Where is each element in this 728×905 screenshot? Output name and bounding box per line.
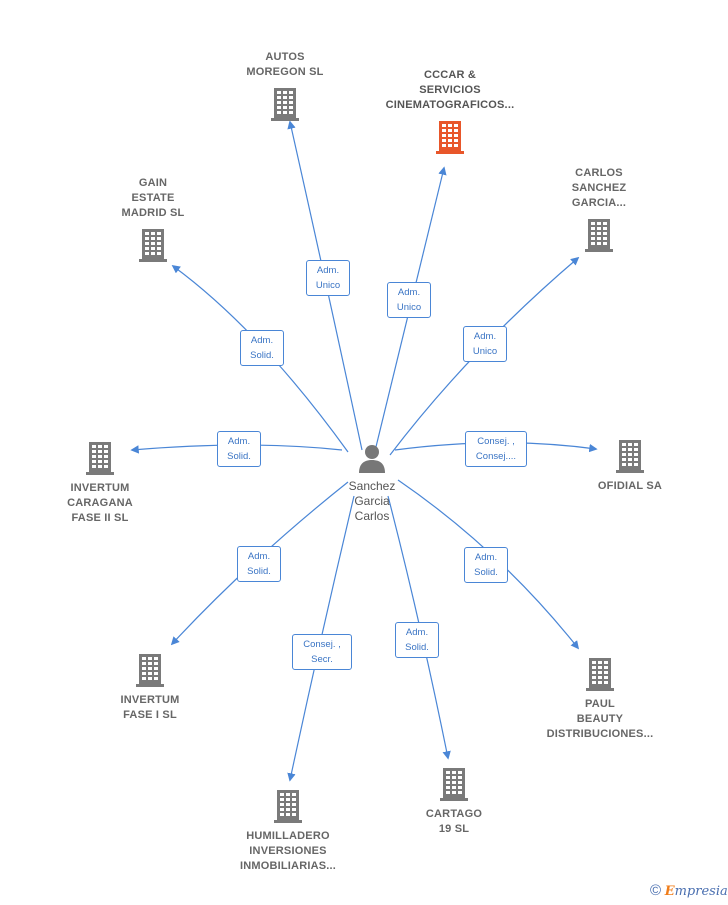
relation-label-gain[interactable]: Adm. Solid. xyxy=(240,330,284,366)
relation-label-autos[interactable]: Adm. Unico xyxy=(306,260,350,296)
relation-label-ofidial[interactable]: Consej. , Consej.... xyxy=(465,431,527,467)
relation-label-invf1[interactable]: Adm. Solid. xyxy=(237,546,281,582)
relation-label-cartago[interactable]: Adm. Solid. xyxy=(395,622,439,658)
company-node-carlos[interactable]: CARLOS SANCHEZ GARCIA... xyxy=(554,166,644,253)
company-label: INVERTUM FASE I SL xyxy=(120,694,180,721)
building-icon xyxy=(440,768,468,801)
building-icon xyxy=(139,229,167,262)
company-label: CARTAGO 19 SL xyxy=(425,808,483,835)
brand-initial: E xyxy=(664,884,675,899)
building-icon xyxy=(274,790,302,823)
person-name: Sanchez Garcia Carlos xyxy=(348,479,396,523)
building-icon xyxy=(585,219,613,252)
relation-label-cccar[interactable]: Adm. Unico xyxy=(387,282,431,318)
relation-label-carlos[interactable]: Adm. Unico xyxy=(463,326,507,362)
company-node-cartago[interactable]: CARTAGO 19 SL xyxy=(404,766,504,837)
company-label: INVERTUM CARAGANA FASE II SL xyxy=(67,482,133,524)
company-node-gain[interactable]: GAIN ESTATE MADRID SL xyxy=(108,176,198,263)
edge-cccar xyxy=(373,166,447,456)
copyright-icon: © xyxy=(650,882,662,899)
building-icon xyxy=(616,440,644,473)
company-label: HUMILLADERO INVERSIONES INMOBILIARIAS... xyxy=(239,830,337,872)
center-person[interactable]: Sanchez Garcia Carlos xyxy=(340,442,404,524)
company-label: PAUL BEAUTY DISTRIBUCIONES... xyxy=(546,698,654,740)
company-node-cccar[interactable]: CCCAR & SERVICIOS CINEMATOGRAFICOS... xyxy=(370,68,530,155)
company-node-invf1[interactable]: INVERTUM FASE I SL xyxy=(100,652,200,723)
company-label: GAIN ESTATE MADRID SL xyxy=(121,177,185,219)
company-node-paul[interactable]: PAUL BEAUTY DISTRIBUCIONES... xyxy=(530,656,670,742)
company-label: OFIDIAL SA xyxy=(597,480,663,492)
brand-logo: © Empresia xyxy=(650,882,728,899)
relation-label-humill[interactable]: Consej. , Secr. xyxy=(292,634,352,670)
company-label: AUTOS MOREGON SL xyxy=(246,51,324,78)
person-icon xyxy=(359,445,385,473)
brand-name: mpresia xyxy=(674,884,728,899)
company-node-invcar[interactable]: INVERTUM CARAGANA FASE II SL xyxy=(50,440,150,526)
company-label: CARLOS SANCHEZ GARCIA... xyxy=(571,167,627,209)
building-icon xyxy=(86,442,114,475)
relation-label-paul[interactable]: Adm. Solid. xyxy=(464,547,508,583)
company-label: CCCAR & SERVICIOS CINEMATOGRAFICOS... xyxy=(385,69,515,111)
company-node-ofidial[interactable]: OFIDIAL SA xyxy=(580,438,680,494)
company-node-autos[interactable]: AUTOS MOREGON SL xyxy=(235,50,335,122)
building-icon xyxy=(136,654,164,687)
building-icon xyxy=(271,88,299,121)
company-node-humill[interactable]: HUMILLADERO INVERSIONES INMOBILIARIAS... xyxy=(228,788,348,874)
building-icon xyxy=(436,121,464,154)
relation-label-invcar[interactable]: Adm. Solid. xyxy=(217,431,261,467)
building-icon xyxy=(586,658,614,691)
